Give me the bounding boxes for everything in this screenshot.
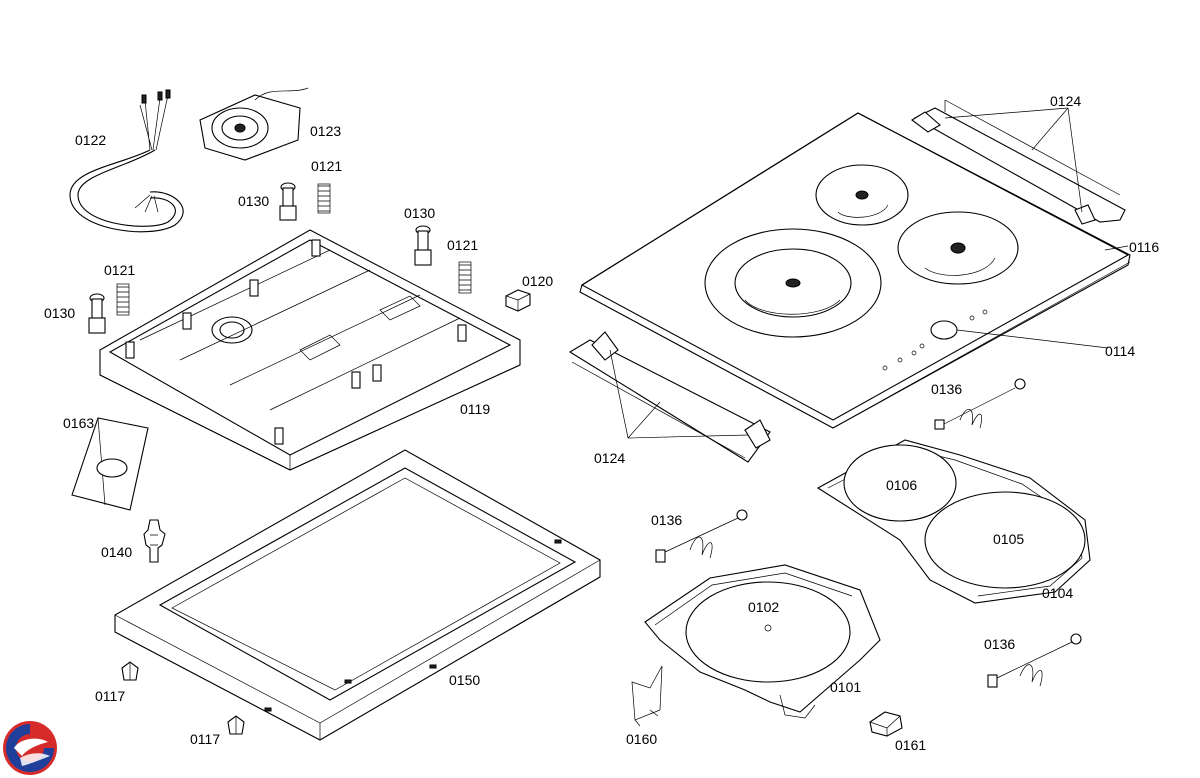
label-0119: 0119 — [460, 401, 490, 417]
label-0130-top: 0130 — [238, 193, 269, 209]
label-0116: 0116 — [1129, 239, 1159, 255]
foot-part-mid — [414, 225, 432, 266]
housing-tray-part — [99, 229, 521, 471]
label-0150: 0150 — [449, 672, 480, 688]
power-cable-part — [69, 89, 184, 233]
shield-sheet-part — [631, 665, 663, 727]
label-0124-top: 0124 — [1050, 93, 1081, 109]
label-0160: 0160 — [626, 731, 657, 747]
brand-logo — [3, 721, 57, 775]
frame-part — [114, 449, 601, 741]
label-0120: 0120 — [522, 273, 553, 289]
label-0136-b: 0136 — [651, 512, 682, 528]
label-0105: 0105 — [993, 531, 1024, 547]
label-0117-a: 0117 — [95, 688, 125, 704]
label-0117-b: 0117 — [190, 731, 220, 747]
label-0140: 0140 — [101, 544, 132, 560]
label-0104: 0104 — [1042, 585, 1073, 601]
glass-cooktop-part — [579, 112, 1131, 429]
label-0121-left: 0121 — [104, 262, 135, 278]
connector-block-part — [505, 289, 531, 312]
label-0130-mid: 0130 — [404, 205, 435, 221]
label-0136-c: 0136 — [984, 636, 1015, 652]
label-0106: 0106 — [886, 477, 917, 493]
label-0122: 0122 — [75, 132, 106, 148]
heating-coil-large-part — [924, 491, 1086, 589]
spacer-block-part — [869, 711, 903, 737]
part-labels: 0122 0123 0121 0130 0130 0121 0121 0120 … — [44, 93, 1159, 753]
fastener-part-a — [121, 661, 139, 681]
label-0123: 0123 — [310, 123, 341, 139]
clip-part — [143, 519, 166, 563]
label-0121-top: 0121 — [311, 158, 342, 174]
label-0114: 0114 — [1105, 343, 1135, 359]
heating-coil-base-part — [685, 581, 851, 683]
sensor-part-a — [934, 378, 1026, 430]
spring-part-mid — [458, 261, 472, 294]
label-0163: 0163 — [63, 415, 94, 431]
sensor-part-c — [987, 633, 1082, 688]
foot-part-top — [279, 182, 297, 221]
spring-part-top — [317, 183, 331, 214]
label-0161: 0161 — [895, 737, 926, 753]
label-0124-bottom: 0124 — [594, 450, 625, 466]
sensor-part-b — [655, 509, 748, 563]
fastener-part-b — [227, 715, 245, 735]
leader-lines — [609, 107, 1129, 439]
label-0102: 0102 — [748, 599, 779, 615]
foil-card-part — [71, 417, 149, 511]
cooling-fan-part — [199, 87, 309, 161]
label-0101: 0101 — [830, 679, 861, 695]
label-0136-a: 0136 — [931, 381, 962, 397]
spring-part-left — [116, 283, 130, 316]
heating-coil-small-part — [843, 444, 957, 522]
label-0121-mid: 0121 — [447, 237, 478, 253]
bracket-part-bottom — [568, 331, 771, 463]
label-0130-left: 0130 — [44, 305, 75, 321]
foot-part-left — [88, 293, 106, 334]
